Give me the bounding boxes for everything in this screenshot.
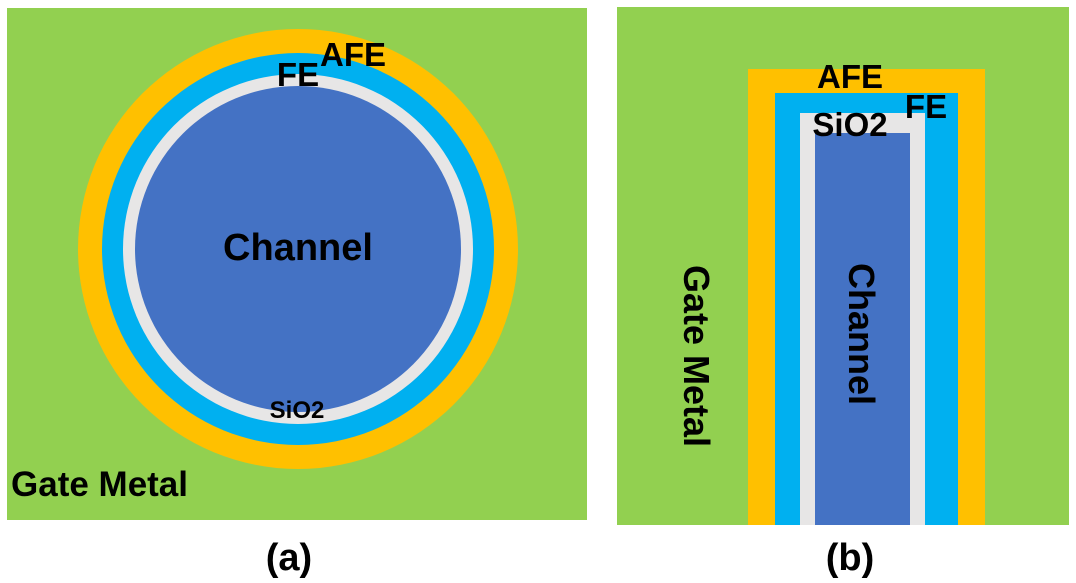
panel-a-gate-metal-label: Gate Metal (11, 465, 188, 504)
panel-b-fe-label: FE (905, 88, 947, 125)
panel-b-gate-metal-label: Gate Metal (676, 265, 717, 447)
panel-b-sio2-label: SiO2 (812, 106, 887, 143)
panel-a: Channel AFE FE SiO2 Gate Metal (7, 8, 587, 520)
panel-a-caption: (a) (266, 537, 312, 579)
panel-b: AFE FE SiO2 Channel Gate Metal (617, 7, 1069, 525)
panel-a-fe-label: FE (277, 56, 319, 93)
panel-a-channel-region (135, 86, 461, 412)
panel-b-channel-region (815, 133, 910, 525)
panel-a-afe-label: AFE (320, 36, 386, 73)
panel-b-caption: (b) (826, 537, 875, 579)
panel-a-channel-label: Channel (223, 227, 373, 269)
panel-b-channel-label: Channel (841, 263, 882, 405)
panel-a-sio2-label: SiO2 (270, 397, 325, 424)
panel-b-afe-label: AFE (817, 58, 883, 95)
